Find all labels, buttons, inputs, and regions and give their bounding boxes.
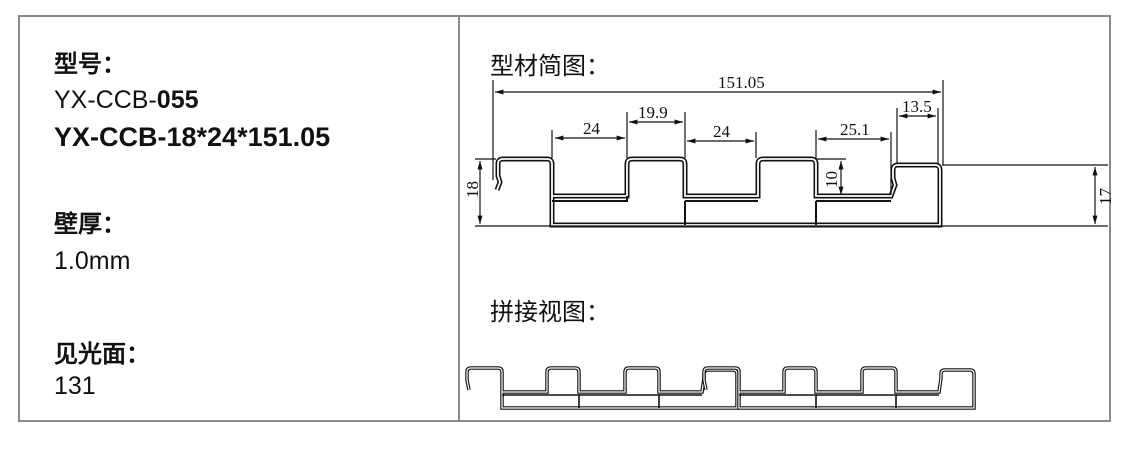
dim-height-left: 18 bbox=[463, 181, 482, 198]
joint-view bbox=[465, 366, 976, 410]
dim-groove-depth: 10 bbox=[822, 171, 841, 188]
joint-panel-1 bbox=[465, 366, 739, 410]
thickness-value: 1.0mm bbox=[54, 247, 131, 275]
dim-rib: 19.9 bbox=[638, 103, 668, 122]
joint-panel-2 bbox=[702, 366, 976, 410]
profile-title: 型材简图： bbox=[490, 52, 610, 80]
visible-face-value: 131 bbox=[54, 372, 96, 400]
dimension-lines bbox=[475, 80, 1108, 227]
dim-groove-3: 25.1 bbox=[840, 120, 870, 139]
joint-title: 拼接视图： bbox=[490, 298, 610, 326]
model-code: YX-CCB-055 bbox=[54, 86, 199, 115]
model-label: 型号： bbox=[54, 50, 126, 78]
dim-total-width: 151.05 bbox=[718, 73, 765, 92]
model-full: YX-CCB-18*24*151.05 bbox=[54, 122, 331, 152]
dim-tongue: 13.5 bbox=[902, 97, 932, 116]
dim-groove-2: 24 bbox=[713, 122, 731, 141]
model-number: 055 bbox=[156, 86, 199, 114]
spec-frame bbox=[18, 15, 1111, 422]
profile-shape bbox=[494, 156, 943, 228]
thickness-label: 壁厚： bbox=[54, 210, 126, 238]
column-divider bbox=[458, 15, 460, 422]
visible-face-label: 见光面： bbox=[54, 340, 150, 368]
dim-groove-1: 24 bbox=[583, 119, 601, 138]
dim-height-right: 17 bbox=[1096, 188, 1115, 206]
model-prefix: YX-CCB- bbox=[54, 86, 157, 114]
